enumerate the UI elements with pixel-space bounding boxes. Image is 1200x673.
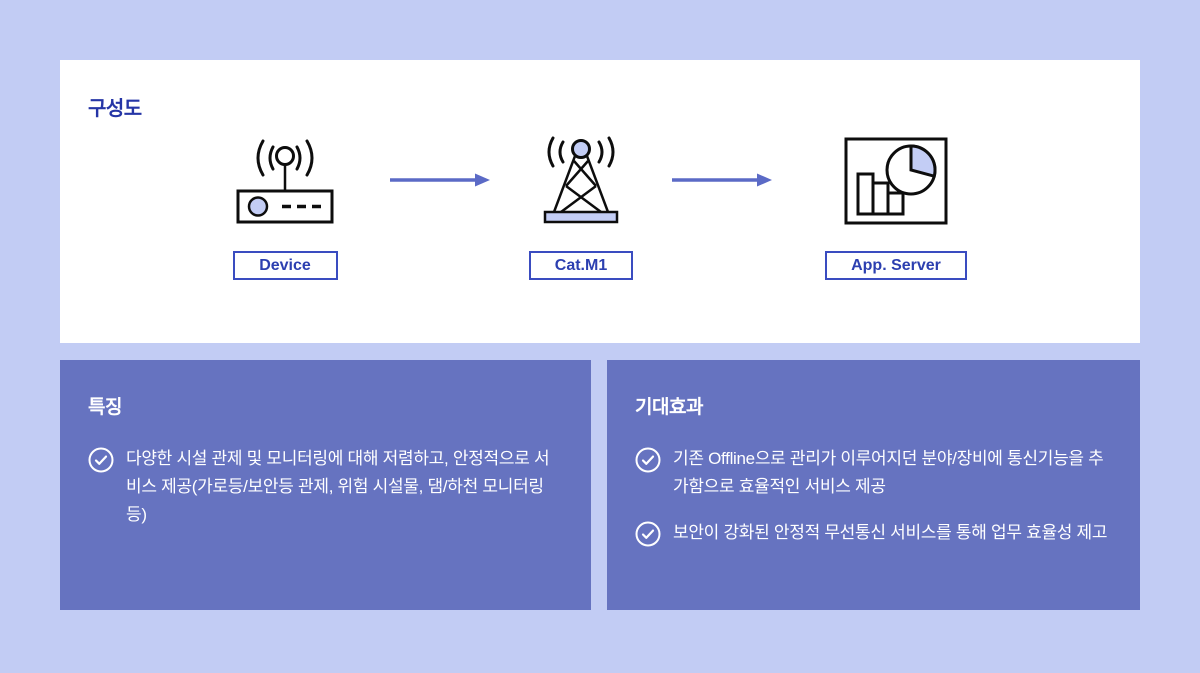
feature-item: 다양한 시설 관제 및 모니터링에 대해 저렴하고, 안정적으로 서비스 제공(… xyxy=(88,445,563,529)
check-circle-icon xyxy=(88,447,114,473)
effect-item-text: 기존 Offline으로 관리가 이루어지던 분야/장비에 통신기능을 추가함으… xyxy=(673,449,1104,496)
node-app-server: App. Server xyxy=(825,133,967,280)
features-card: 특징 다양한 시설 관제 및 모니터링에 대해 저렴하고, 안정적으로 서비스 … xyxy=(60,360,591,610)
feature-item-text: 다양한 시설 관제 및 모니터링에 대해 저렴하고, 안정적으로 서비스 제공(… xyxy=(126,449,550,524)
cell-tower-icon xyxy=(530,133,632,225)
effects-card: 기대효과 기존 Offline으로 관리가 이루어지던 분야/장비에 통신기능을… xyxy=(607,360,1140,610)
node-device: Device xyxy=(229,133,341,280)
panel-title: 구성도 xyxy=(88,98,142,120)
check-circle-icon xyxy=(635,447,661,473)
architecture-panel: 구성도 Device xyxy=(60,60,1140,343)
effects-title: 기대효과 xyxy=(635,397,703,418)
check-circle-icon xyxy=(635,521,661,547)
node-catm1: Cat.M1 xyxy=(529,133,633,280)
effect-item: 보안이 강화된 안정적 무선통신 서비스를 통해 업무 효율성 제고 xyxy=(635,519,1112,547)
app-server-label: App. Server xyxy=(825,251,967,280)
effect-item: 기존 Offline으로 관리가 이루어지던 분야/장비에 통신기능을 추가함으… xyxy=(635,445,1112,501)
flow-arrow-device-to-catm1 xyxy=(390,172,490,188)
device-label: Device xyxy=(232,251,338,280)
effect-item-text: 보안이 강화된 안정적 무선통신 서비스를 통해 업무 효율성 제고 xyxy=(673,523,1108,542)
flow-arrow-catm1-to-server xyxy=(672,172,772,188)
features-title: 특징 xyxy=(88,397,122,418)
app-server-chart-icon xyxy=(844,133,948,225)
iot-device-icon xyxy=(229,133,341,225)
catm1-label: Cat.M1 xyxy=(529,251,633,280)
